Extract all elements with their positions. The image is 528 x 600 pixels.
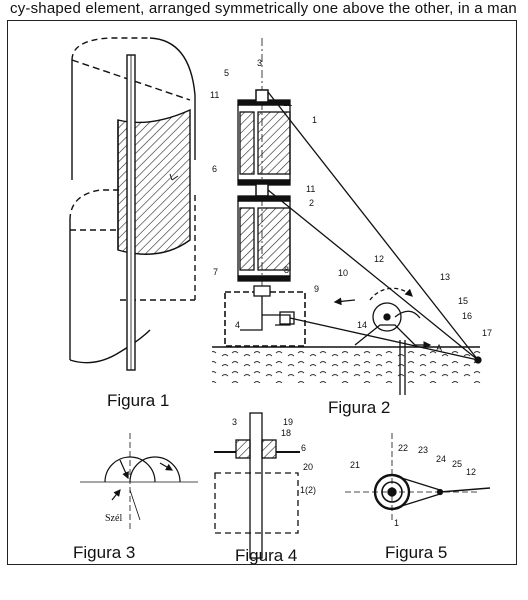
part-number-label: 17 (482, 328, 492, 338)
figure-2-part-labels: 3 5 11 11 1 6 11 2 7 8 10 9 12 13 14 15 … (210, 58, 492, 353)
part-number-label: 11 (306, 184, 315, 194)
part-number-label: 23 (418, 445, 428, 455)
part-number-label: 21 (350, 460, 360, 470)
part-number-label: 8 (284, 265, 289, 275)
figure-3-rotation-diagram (80, 433, 198, 530)
part-number-label: 18 (281, 428, 291, 438)
part-number-label: 11 (283, 98, 292, 108)
part-number-label: 3 (257, 58, 262, 68)
part-number-label: 7 (213, 267, 218, 277)
part-number-label: 10 (338, 268, 348, 278)
part-number-label: 20 (303, 462, 313, 472)
part-number-label: 15 (458, 296, 468, 306)
part-number-label: 6 (301, 443, 306, 453)
part-number-label: 6 (212, 164, 217, 174)
caption-figure-3: Figura 3 (73, 543, 136, 562)
top-text-fragment: cy-shaped element, arranged symmetricall… (10, 0, 518, 17)
caption-figure-4: Figura 4 (235, 546, 298, 565)
figure-5-pulley-detail (345, 433, 491, 520)
part-number-label: 1 (312, 115, 317, 125)
part-number-label: 13 (440, 272, 450, 282)
caption-figure-2: Figura 2 (328, 398, 391, 417)
figure-4-part-labels: 3 19 18 6 20 1(2) (232, 417, 316, 495)
figure-2-rotor-assembly (212, 38, 482, 395)
part-number-label: 12 (374, 254, 384, 264)
part-number-label: 4 (235, 320, 240, 330)
figure-frame (7, 20, 517, 565)
part-number-label: 2 (309, 198, 314, 208)
part-number-label: 1 (394, 518, 399, 528)
part-number-label: 9 (314, 284, 319, 294)
part-number-label: 25 (452, 459, 462, 469)
figure-5-part-labels: 21 22 23 24 25 12 1 (350, 443, 476, 528)
part-number-label: A (436, 343, 442, 353)
part-number-label: 24 (436, 454, 446, 464)
part-number-label: 19 (283, 417, 293, 427)
part-number-label: 16 (462, 311, 472, 321)
figure-4-bearing-detail (214, 412, 300, 560)
caption-figure-1: Figura 1 (107, 391, 170, 410)
part-number-label: 12 (466, 467, 476, 477)
part-number-label: 11 (210, 90, 219, 100)
part-number-label: 5 (224, 68, 229, 78)
part-number-label: 22 (398, 443, 408, 453)
part-number-label: 1(2) (300, 485, 316, 495)
wind-label: Szél (105, 513, 122, 524)
figure-1-rotor-perspective (69, 37, 196, 371)
caption-figure-5: Figura 5 (385, 543, 448, 562)
part-number-label: 14 (357, 320, 367, 330)
part-number-label: 3 (232, 417, 237, 427)
